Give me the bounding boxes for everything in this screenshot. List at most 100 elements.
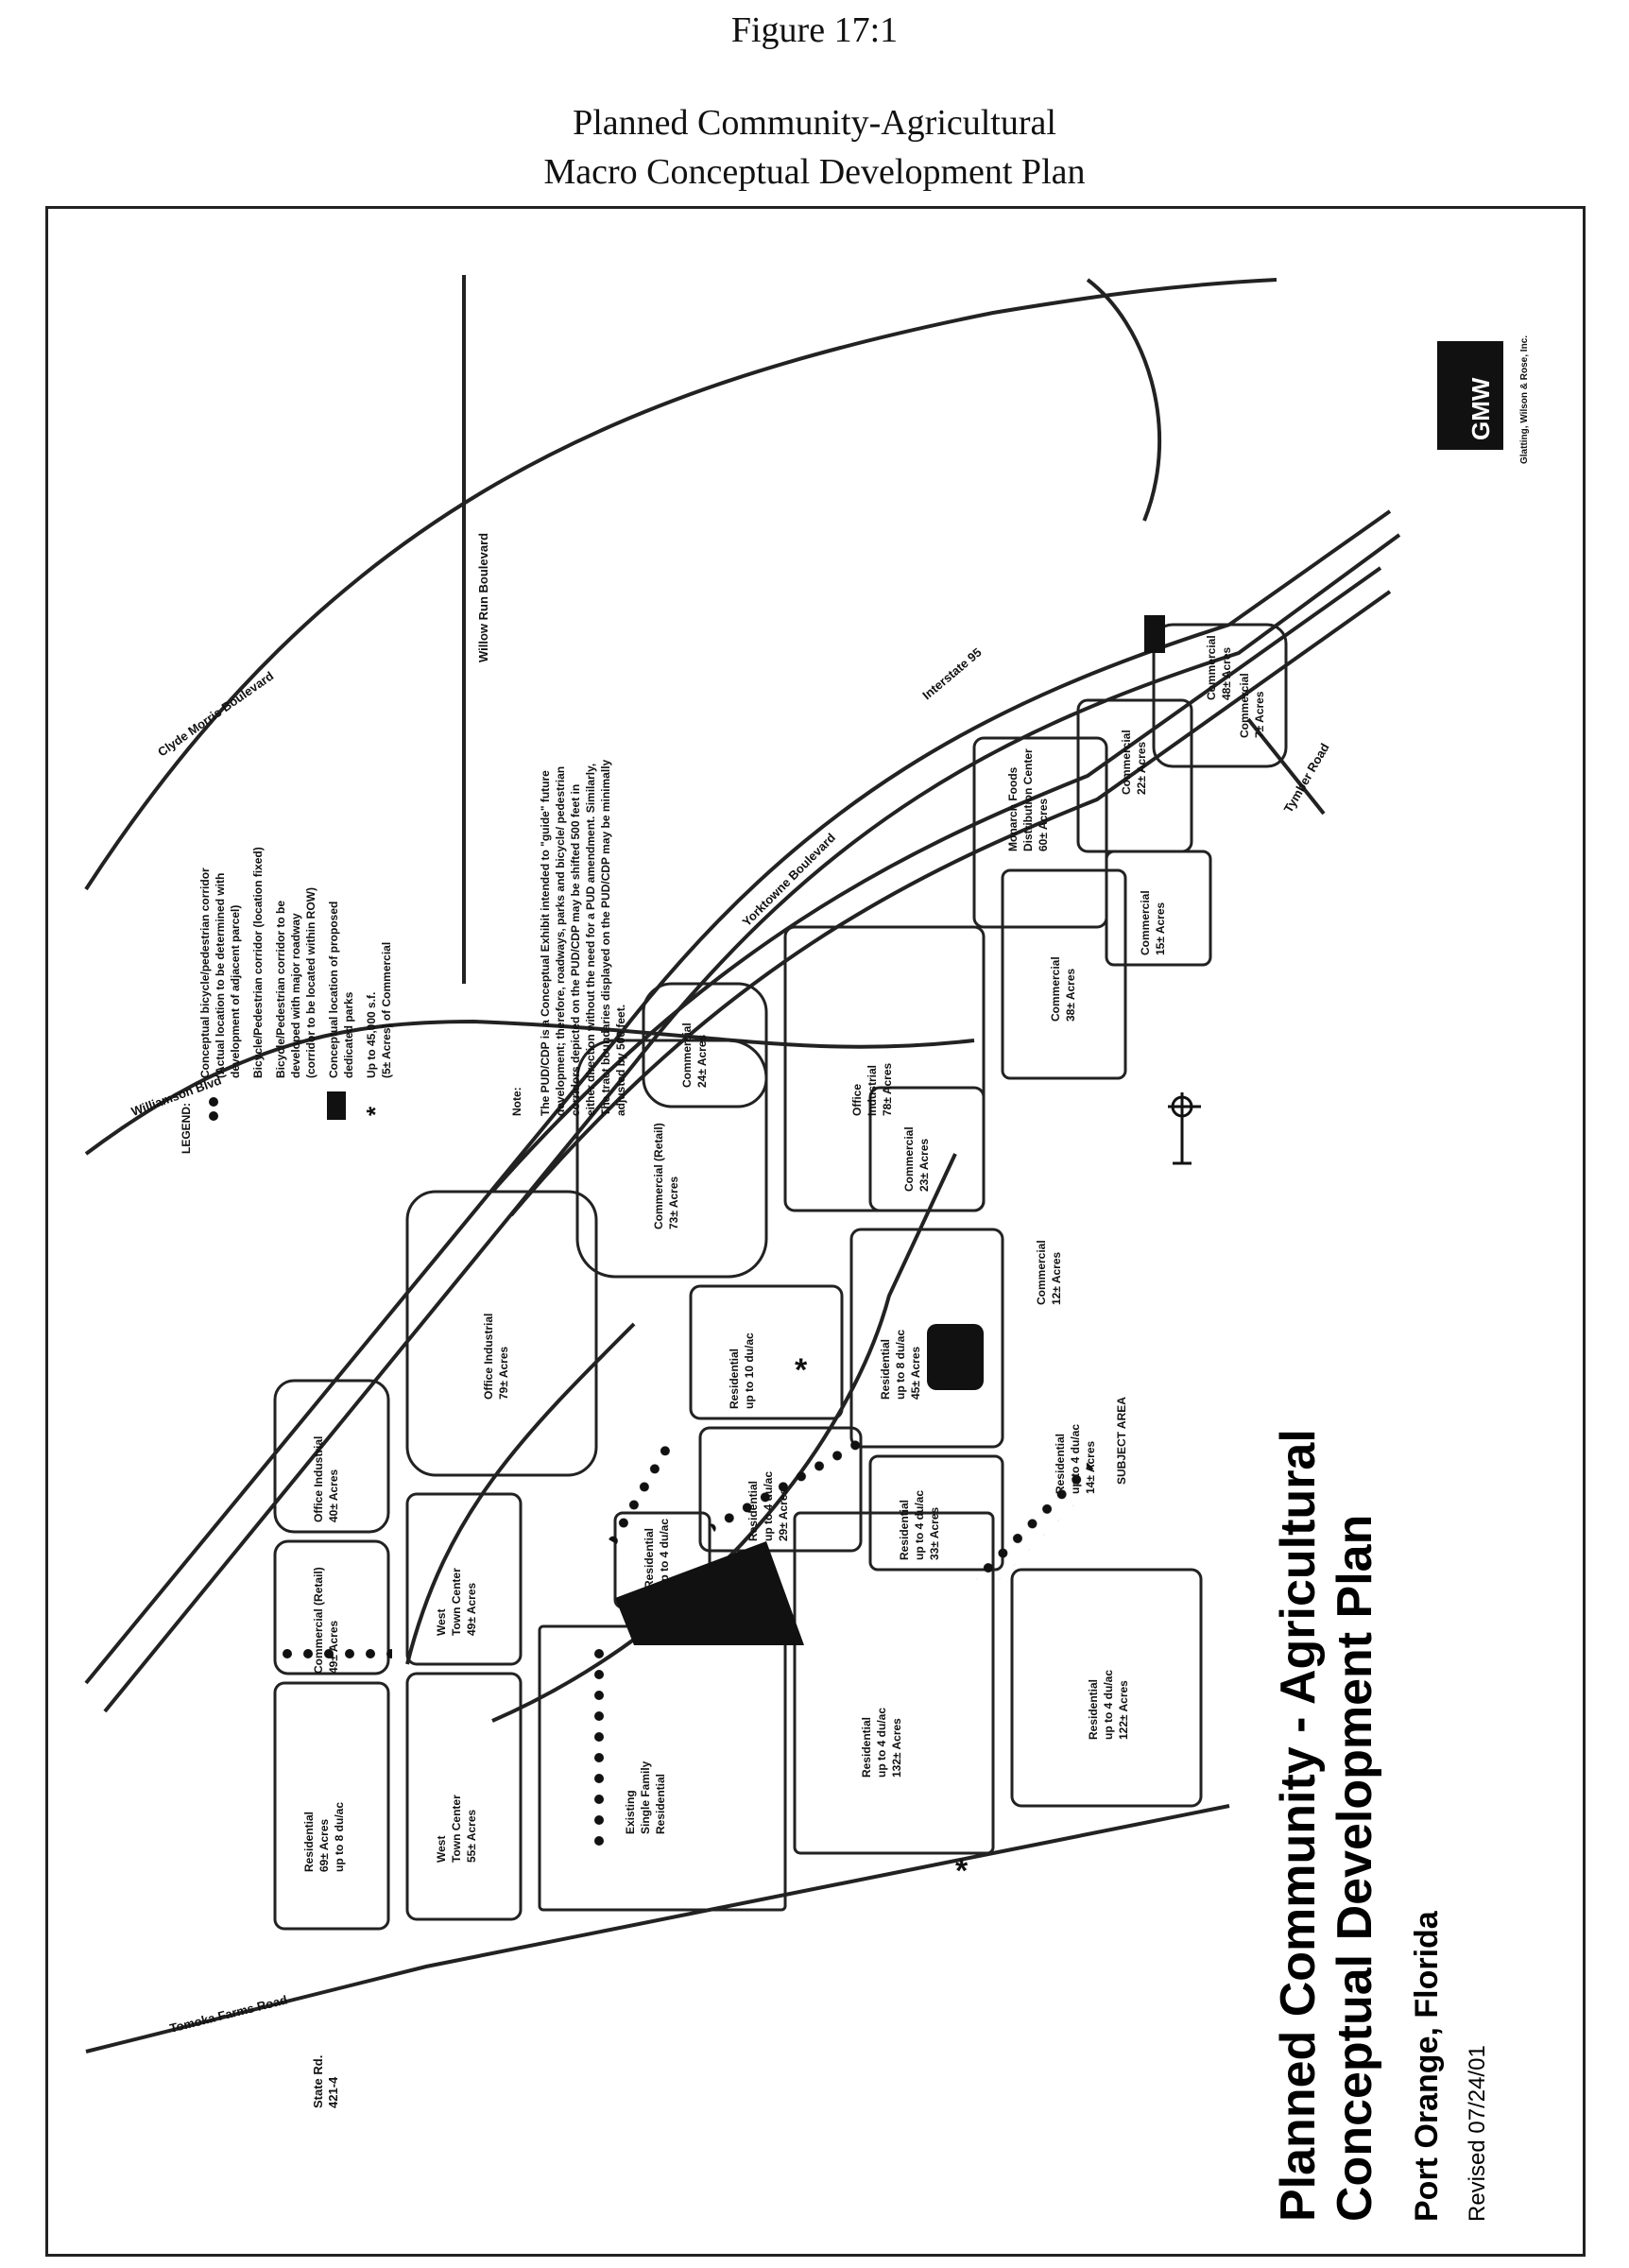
commercial-asterisk-icon-1: * <box>795 1352 808 1388</box>
parcel-label-p12c: 45± Acres <box>909 1346 922 1400</box>
parcel-label-p23c: 132± Acres <box>890 1718 903 1778</box>
parcel-label-p1b: 48± Acres <box>1220 646 1233 700</box>
map-frame: Clyde Morris Boulevard Interstate 95 Yor… <box>45 206 1586 2257</box>
parcel-office-industrial-79ac <box>405 1190 598 1477</box>
label-clyde-morris: Clyde Morris Boulevard <box>155 668 276 759</box>
plan-title-line-3: Port Orange, Florida <box>1409 1910 1445 2222</box>
label-tymber: Tymber Road <box>1281 741 1332 816</box>
parcel-label-p9a: Commercial <box>902 1126 916 1192</box>
label-state-rd-2: 421-4 <box>326 2076 340 2108</box>
firm-logo: GMW Glatting, Wilson & Rose, Inc. <box>1437 335 1530 464</box>
williamson-road <box>84 1019 975 1156</box>
parcel-label-p7b: Industrial <box>866 1065 879 1116</box>
legend-item-1c: development of adjacent parcel) <box>229 905 242 1078</box>
parcel-label-p15a: Residential <box>898 1500 911 1560</box>
parcel-label-p3b: 22± Acres <box>1135 741 1148 795</box>
bike-corridor-dots-3 <box>707 1434 865 1538</box>
parcel-label-p13a: Office Industrial <box>482 1314 495 1400</box>
parcel-west-town-center-55ac <box>405 1672 523 1921</box>
figure-number: Figure 17:1 <box>730 10 899 50</box>
legend-item-3b: developed with major roadway <box>289 913 302 1078</box>
legend-item-1a: Conceptual bicycle/pedestrian corridor <box>198 868 212 1078</box>
legend-park-icon <box>327 1091 346 1120</box>
parcel-label-p13b: 79± Acres <box>497 1346 510 1400</box>
parcels-group <box>273 623 1288 1931</box>
parcel-label-p4c: 60± Acres <box>1037 798 1050 851</box>
parcel-monarch-foods <box>972 736 1108 929</box>
parcel-commercial-48ac <box>1152 623 1288 768</box>
parcel-residential-122ac <box>1010 1568 1203 1808</box>
parcel-label-p27b: Single Family <box>639 1761 652 1834</box>
plan-title-line-4: Revised 07/24/01 <box>1465 2045 1490 2222</box>
note-block: Note: The PUD/CDP is a Conceptual Exhibi… <box>510 759 627 1116</box>
parcel-label-p16b: up to 4 du/ac <box>762 1471 775 1541</box>
commercial-asterisk-icon-2: * <box>955 1853 969 1889</box>
legend-item-4b: dedicated parks <box>342 991 355 1078</box>
parcel-label-p12b: up to 8 du/ac <box>894 1330 907 1400</box>
legend: LEGEND: Conceptual bicycle/pedestrian co… <box>180 847 393 1154</box>
parcel-west-town-center-49ac <box>405 1492 523 1666</box>
parcel-label-p17a: Residential <box>1054 1434 1067 1494</box>
legend-item-3a: Bicycle/Pedestrian corridor to be <box>274 901 287 1078</box>
parcel-label-p26c: 55± Acres <box>465 1809 478 1863</box>
bike-corridor-dots-5 <box>607 1440 682 1549</box>
parcel-label-p4a: Monarch Foods <box>1006 766 1020 851</box>
firm-logo-text: GMW <box>1466 377 1495 440</box>
parcel-label-p25c: up to 8 du/ac <box>333 1802 346 1872</box>
parcel-label-p2a: Commercial <box>1238 673 1251 738</box>
parcel-residential-132ac <box>793 1511 995 1855</box>
parcel-label-p24b: up to 4 du/ac <box>1102 1670 1115 1740</box>
figure-title-line-1: Planned Community-Agricultural <box>573 103 1056 143</box>
note-line-2: development; therefore, roadways, parks … <box>554 766 567 1116</box>
parcel-label-p6b: 15± Acres <box>1154 902 1167 955</box>
label-state-rd-1: State Rd. <box>311 2055 325 2108</box>
parcel-label-p10b: 12± Acres <box>1050 1251 1063 1305</box>
legend-asterisk-icon: * <box>361 1106 389 1116</box>
note-line-3: corridors depicted on the PUD/CDP may be… <box>569 784 582 1116</box>
interior-road-2 <box>405 1322 636 1665</box>
parcel-label-p11a: Commercial (Retail) <box>652 1123 665 1229</box>
bike-corridor-dots-4 <box>973 1462 1103 1591</box>
parcel-label-p8b: 24± Acres <box>695 1034 709 1088</box>
label-interstate-95: Interstate 95 <box>919 645 984 703</box>
parcel-label-p19b: 40± Acres <box>327 1469 340 1522</box>
clyde-morris-road-edge <box>1086 278 1162 522</box>
bike-corridor-dots-2 <box>587 1645 608 1853</box>
legend-dot-icon-1 <box>209 1111 218 1121</box>
parcel-label-p14a: Residential <box>728 1349 741 1409</box>
parcel-commercial-retail-49ac <box>273 1539 390 1675</box>
parcel-label-p5b: 38± Acres <box>1064 968 1077 1022</box>
commercial-5ac-block <box>615 1541 804 1645</box>
parcel-label-p12a: Residential <box>879 1339 892 1400</box>
figure-title-line-2: Macro Conceptual Development Plan <box>543 152 1086 192</box>
note-line-4: either direction without the need for a … <box>584 764 597 1116</box>
parcel-commercial-retail-73ac <box>575 1039 768 1279</box>
parcel-label-p5a: Commercial <box>1049 956 1062 1022</box>
site-plan-map: Clyde Morris Boulevard Interstate 95 Yor… <box>84 275 1530 2222</box>
interstate-95-road <box>84 509 1392 1685</box>
parcel-label-p16c: 29± Acres <box>777 1487 790 1541</box>
parcel-label-p22a: West <box>435 1609 448 1636</box>
firm-name: Glatting, Wilson & Rose, Inc. <box>1519 335 1530 464</box>
parcel-label-p19a: Office Industrial <box>312 1436 325 1522</box>
parcel-label-p6a: Commercial <box>1139 890 1152 955</box>
north-arrow-icon <box>1168 1092 1201 1165</box>
note-line-6: adjusted by 500 feet. <box>614 1005 627 1116</box>
parcel-label-p17b: up to 4 du/ac <box>1069 1424 1082 1494</box>
parcel-label-p14b: up to 10 du/ac <box>743 1332 756 1409</box>
parcel-label-p7c: 78± Acres <box>881 1062 894 1116</box>
parcel-label-p26a: West <box>435 1836 448 1863</box>
parcel-label-p17c: 14± Acres <box>1084 1440 1097 1494</box>
parcel-label-p2b: 7± Acres <box>1253 691 1266 738</box>
parcel-label-p26b: Town Center <box>450 1795 463 1863</box>
legend-dot-icon-2 <box>209 1097 218 1107</box>
plan-title-line-2: Conceptual Development Plan <box>1328 1515 1382 2222</box>
note-heading: Note: <box>510 1087 523 1116</box>
parcel-existing-residential <box>538 1624 787 1912</box>
parcel-label-p3a: Commercial <box>1120 730 1133 795</box>
interior-road <box>491 1153 957 1723</box>
parcel-residential-4du-29ac <box>698 1426 863 1553</box>
parcel-label-p11b: 73± Acres <box>667 1176 680 1229</box>
parcel-residential-10du <box>689 1284 844 1420</box>
note-line-1: The PUD/CDP is a Conceptual Exhibit inte… <box>539 770 552 1116</box>
